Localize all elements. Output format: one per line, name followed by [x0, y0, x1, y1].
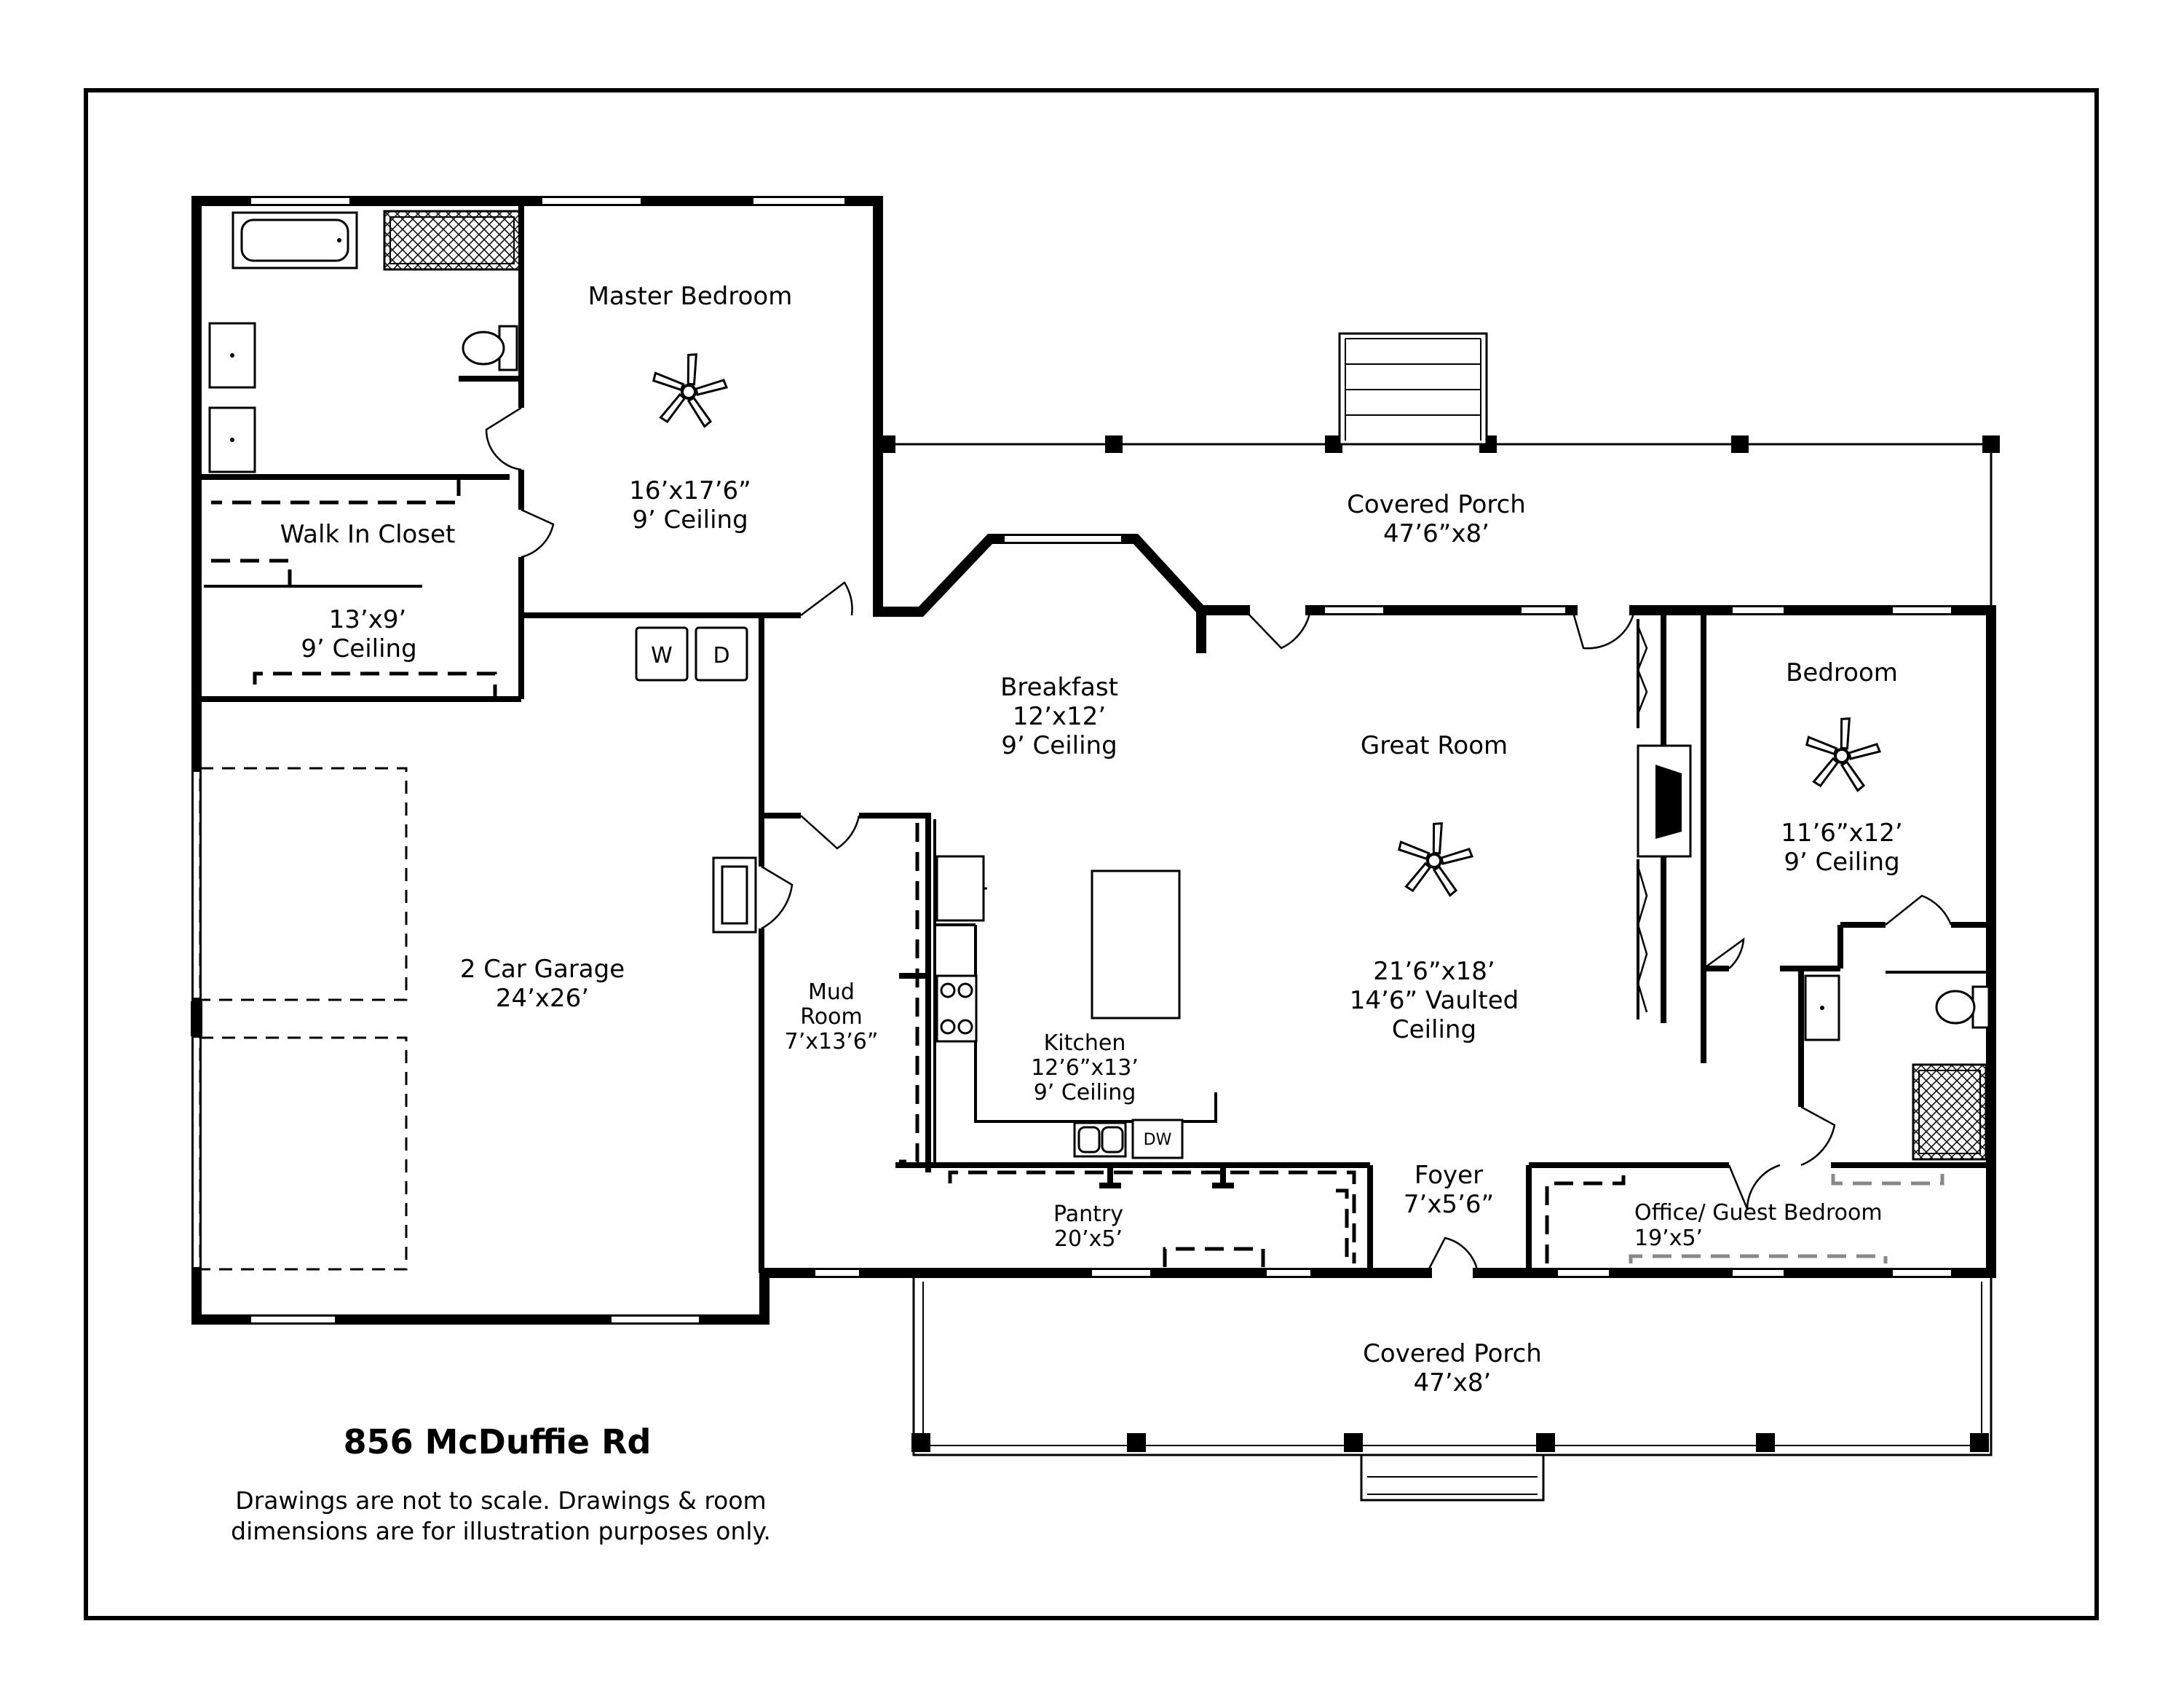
office-size: 19’x5’ [1634, 1226, 1703, 1251]
mud-room-shelf [899, 823, 919, 1164]
closet-shelves [211, 477, 497, 699]
breakfast-size: 12’x12’ [1013, 702, 1106, 731]
shower-icon [383, 210, 521, 271]
ceiling-fan-icon [649, 350, 728, 430]
master-bedroom-ceiling: 9’ Ceiling [632, 505, 748, 535]
fireplace-icon [1637, 744, 1692, 858]
foyer-name: Foyer [1415, 1161, 1483, 1190]
kitchen-island [1091, 869, 1181, 1019]
front-porch-name: Covered Porch [1363, 1339, 1542, 1368]
page-frame [84, 88, 2099, 1620]
range-icon [935, 974, 978, 1043]
bedroom-ceiling: 9’ Ceiling [1784, 848, 1899, 877]
garage-name: 2 Car Garage [460, 955, 625, 984]
garage-step [712, 856, 757, 934]
breakfast-name: Breakfast [1000, 673, 1118, 702]
bedroom-size: 11’6”x12’ [1781, 819, 1903, 848]
garage-size: 24’x26’ [496, 984, 589, 1013]
laundry [635, 626, 748, 682]
sink-icon [1804, 974, 1840, 1041]
toilet-icon [462, 325, 518, 371]
front-steps [1360, 1454, 1545, 1502]
washer-label: W [651, 643, 673, 669]
pantry-size: 20’x5’ [1054, 1226, 1123, 1252]
mud-room-name-1: Mud [808, 979, 855, 1005]
great-room-name: Great Room [1361, 731, 1508, 760]
shower-icon [1912, 1063, 1987, 1161]
hall-bath-fixtures [1804, 974, 1990, 1161]
great-room-ceiling-1: 14’6” Vaulted [1350, 986, 1519, 1015]
office-name: Office/ Guest Bedroom [1634, 1200, 1883, 1226]
ceiling-fan-icon [1803, 714, 1881, 794]
built-in-shelves [1637, 619, 1648, 1019]
pantry-name: Pantry [1053, 1202, 1123, 1227]
windows [191, 197, 1951, 1322]
kitchen-ceiling: 9’ Ceiling [1034, 1080, 1136, 1105]
dishwasher-icon [1131, 1119, 1184, 1159]
dryer-icon [695, 626, 748, 682]
master-bedroom-size: 16’x17’6” [629, 476, 751, 505]
pantry-shelves [948, 1165, 1356, 1267]
washer-icon [635, 626, 689, 682]
back-porch-size: 47’6”x8’ [1383, 519, 1489, 548]
front-porch [911, 1278, 1993, 1502]
bathtub-icon [232, 211, 358, 269]
closet-size: 13’x9’ [329, 605, 407, 634]
dishwasher-label: DW [1144, 1131, 1172, 1149]
parking-spaces [199, 767, 408, 1271]
kitchen-size: 12’6”x13’ [1031, 1055, 1139, 1081]
mud-room-name-2: Room [800, 1004, 862, 1030]
door-swing-icon [485, 406, 1952, 1274]
sink-icon [208, 322, 256, 473]
closet-name: Walk In Closet [280, 520, 456, 549]
disclaimer-line-2: dimensions are for illustration purposes… [231, 1517, 771, 1545]
great-room-size: 21’6”x18’ [1373, 957, 1495, 986]
back-porch-name: Covered Porch [1347, 490, 1526, 519]
kitchen-sink-icon [1073, 1121, 1127, 1158]
back-steps [1338, 332, 1488, 446]
dryer-label: D [713, 643, 729, 669]
foyer-size: 7’x5’6” [1404, 1190, 1494, 1219]
back-porch [878, 332, 2000, 610]
mud-room-size: 7’x13’6” [785, 1029, 879, 1054]
breakfast-ceiling: 9’ Ceiling [1001, 731, 1117, 760]
bedroom-name: Bedroom [1786, 658, 1898, 687]
room-labels: Master Bedroom 16’x17’6” 9’ Ceiling Walk… [280, 282, 1903, 1397]
kitchen-name: Kitchen [1044, 1030, 1126, 1056]
closet-ceiling: 9’ Ceiling [301, 634, 416, 663]
ceiling-fan-icon [1395, 819, 1473, 899]
address-title: 856 McDuffie Rd [344, 1422, 652, 1462]
refrigerator-icon [935, 855, 987, 922]
toilet-icon [1935, 985, 1990, 1029]
plan-footer: 856 McDuffie Rd Drawings are not to scal… [231, 1422, 771, 1545]
master-bedroom-name: Master Bedroom [588, 282, 793, 311]
great-room-ceiling-2: Ceiling [1392, 1015, 1476, 1044]
front-porch-size: 47’x8’ [1414, 1368, 1492, 1397]
disclaimer-line-1: Drawings are not to scale. Drawings & ro… [235, 1486, 766, 1515]
office-shelves [1545, 1172, 1944, 1263]
